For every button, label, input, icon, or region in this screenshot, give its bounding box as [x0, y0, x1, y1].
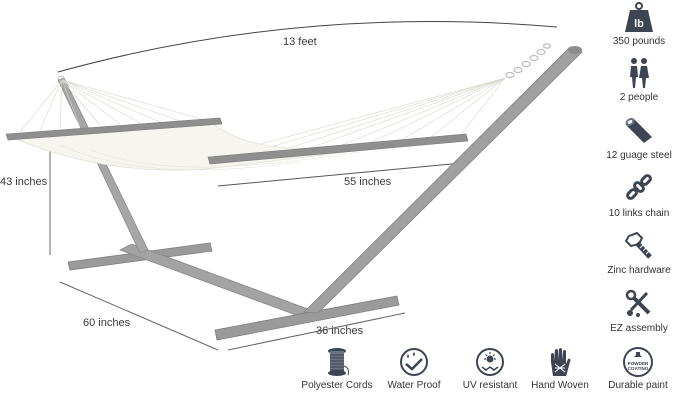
powder-coating-text: POWDER [628, 361, 649, 366]
feature-assembly: EZ assembly [599, 288, 679, 334]
width-dimension-line [227, 312, 406, 351]
base-depth-label: 60 inches [83, 317, 131, 329]
hammock-stand-illustration [5, 21, 583, 351]
bolt-icon [624, 231, 652, 259]
powder-coating-text-2: COATING [628, 366, 649, 371]
feature-label: Water Proof [387, 380, 441, 391]
sun-icon [476, 348, 504, 376]
chain-links-icon [626, 174, 652, 200]
right-spreader-bar [207, 133, 469, 165]
feature-label: Durable paint [608, 380, 668, 391]
feature-label: UV resistant [462, 380, 518, 391]
steel-tube-icon [625, 117, 652, 143]
feature-label: 10 links chain [608, 208, 670, 219]
feature-people: 2 people [599, 57, 679, 103]
feature-uv: UV resistant [450, 346, 530, 391]
feature-hardware: Zinc hardware [599, 230, 679, 276]
feature-steel: 12 guage steel [599, 115, 679, 161]
right-cords [219, 77, 506, 156]
weight-lb-icon: lb [625, 2, 653, 32]
cord-spool-icon [328, 348, 349, 376]
feature-label: 12 guage steel [606, 150, 672, 161]
feature-label: Hand Woven [531, 380, 589, 391]
feature-weight: lb 350 pounds [599, 1, 679, 47]
left-cords [19, 79, 206, 133]
two-people-icon [630, 58, 649, 88]
feature-label: Zinc hardware [607, 265, 671, 276]
tools-icon [625, 289, 651, 317]
height-label: 43 inches [0, 176, 48, 188]
length-dimension-line [57, 21, 558, 73]
hand-icon [551, 348, 571, 376]
feature-cords: Polyester Cords [290, 346, 384, 391]
right-base-foot [214, 295, 400, 341]
feature-label: 350 pounds [612, 36, 666, 47]
feature-label: Polyester Cords [301, 380, 373, 391]
base-width-label: 36 inches [316, 325, 364, 337]
bed-width-label: 55 inches [344, 176, 392, 188]
feature-paint: POWDER COATING Durable paint [597, 346, 679, 391]
length-label: 13 feet [283, 36, 317, 48]
feature-label: EZ assembly [610, 323, 668, 334]
feature-waterproof: Water Proof [381, 346, 447, 391]
feature-label: 2 people [619, 92, 659, 103]
water-drop-icon [400, 348, 428, 376]
right-arm-cap [568, 46, 582, 54]
left-chain [57, 75, 65, 81]
base-beam [118, 243, 318, 319]
left-spreader-bar [5, 117, 223, 141]
powder-coating-icon: POWDER COATING [623, 347, 653, 377]
bed-dimension-line [217, 162, 463, 187]
depth-dimension-line [59, 281, 219, 351]
feature-handwoven: Hand Woven [525, 346, 595, 391]
svg-text:lb: lb [634, 18, 644, 30]
hanging-chain [505, 43, 552, 79]
left-upright [57, 77, 149, 254]
feature-chain: 10 links chain [599, 173, 679, 219]
